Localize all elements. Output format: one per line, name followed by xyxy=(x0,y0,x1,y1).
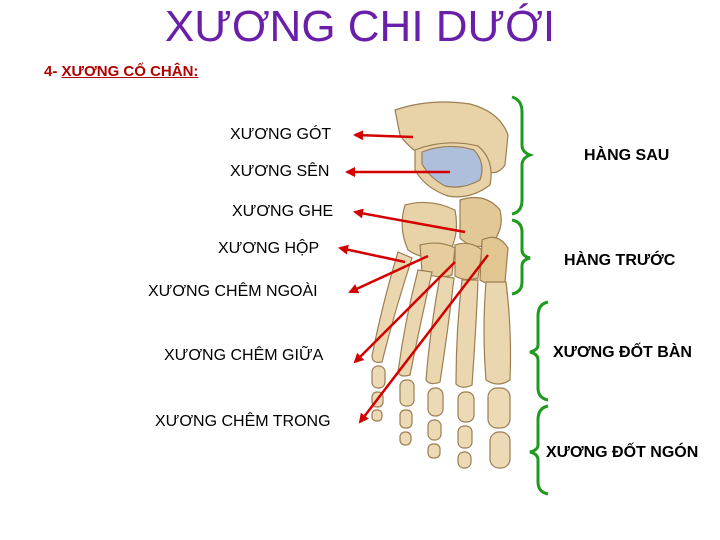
section-number: 4- xyxy=(44,63,62,80)
foot-bones-drawing xyxy=(371,101,512,469)
phalanges xyxy=(371,365,511,469)
arrow-navicular xyxy=(353,208,466,234)
page-title: XƯƠNG CHI DƯỚI xyxy=(164,2,556,51)
group-brackets xyxy=(511,95,549,496)
arrow-medial-cuneiform xyxy=(358,254,489,424)
label-xuong-dot-ban: XƯƠNG ĐỐT BÀN xyxy=(553,344,692,361)
label-xuong-dot-ngon: XƯƠNG ĐỐT NGÓN xyxy=(546,444,699,461)
talus-cartilage xyxy=(421,145,483,188)
section-heading: 4- XƯƠNG CỔ CHÂN: xyxy=(44,63,198,80)
label-xuong-got: XƯƠNG GÓT xyxy=(230,126,332,143)
label-hang-truoc: HÀNG TRƯỚC xyxy=(564,252,676,269)
label-xuong-chem-ngoai: XƯƠNG CHÊM NGOÀI xyxy=(148,283,318,300)
bracket-hang-truoc xyxy=(511,218,531,296)
label-xuong-ghe: XƯƠNG GHE xyxy=(232,203,334,220)
label-xuong-hop: XƯƠNG HỘP xyxy=(218,240,320,257)
metatarsal-4 xyxy=(397,269,433,377)
metatarsal-3 xyxy=(425,275,455,385)
arrow-intermediate-cuneiform xyxy=(353,261,456,364)
label-xuong-chem-trong: XƯƠNG CHÊM TRONG xyxy=(155,413,331,430)
bracket-hang-sau xyxy=(511,95,535,216)
section-title: XƯƠNG CỔ CHÂN: xyxy=(61,63,199,80)
label-hang-sau: HÀNG SAU xyxy=(584,147,670,164)
arrow-lateral-cuneiform xyxy=(348,254,429,294)
bracket-dot-ngon xyxy=(529,404,549,496)
arrow-calcaneus xyxy=(353,130,414,141)
metatarsal-2 xyxy=(455,279,479,388)
pointer-arrows xyxy=(338,130,489,424)
label-xuong-chem-giua: XƯƠNG CHÊM GIỮA xyxy=(164,347,324,364)
bracket-dot-ban xyxy=(529,300,549,402)
label-xuong-sen: XƯƠNG SÊN xyxy=(230,163,330,180)
intermediate-cuneiform-bone xyxy=(454,242,483,281)
metatarsal-1 xyxy=(483,281,512,385)
arrow-cuboid xyxy=(338,244,406,264)
